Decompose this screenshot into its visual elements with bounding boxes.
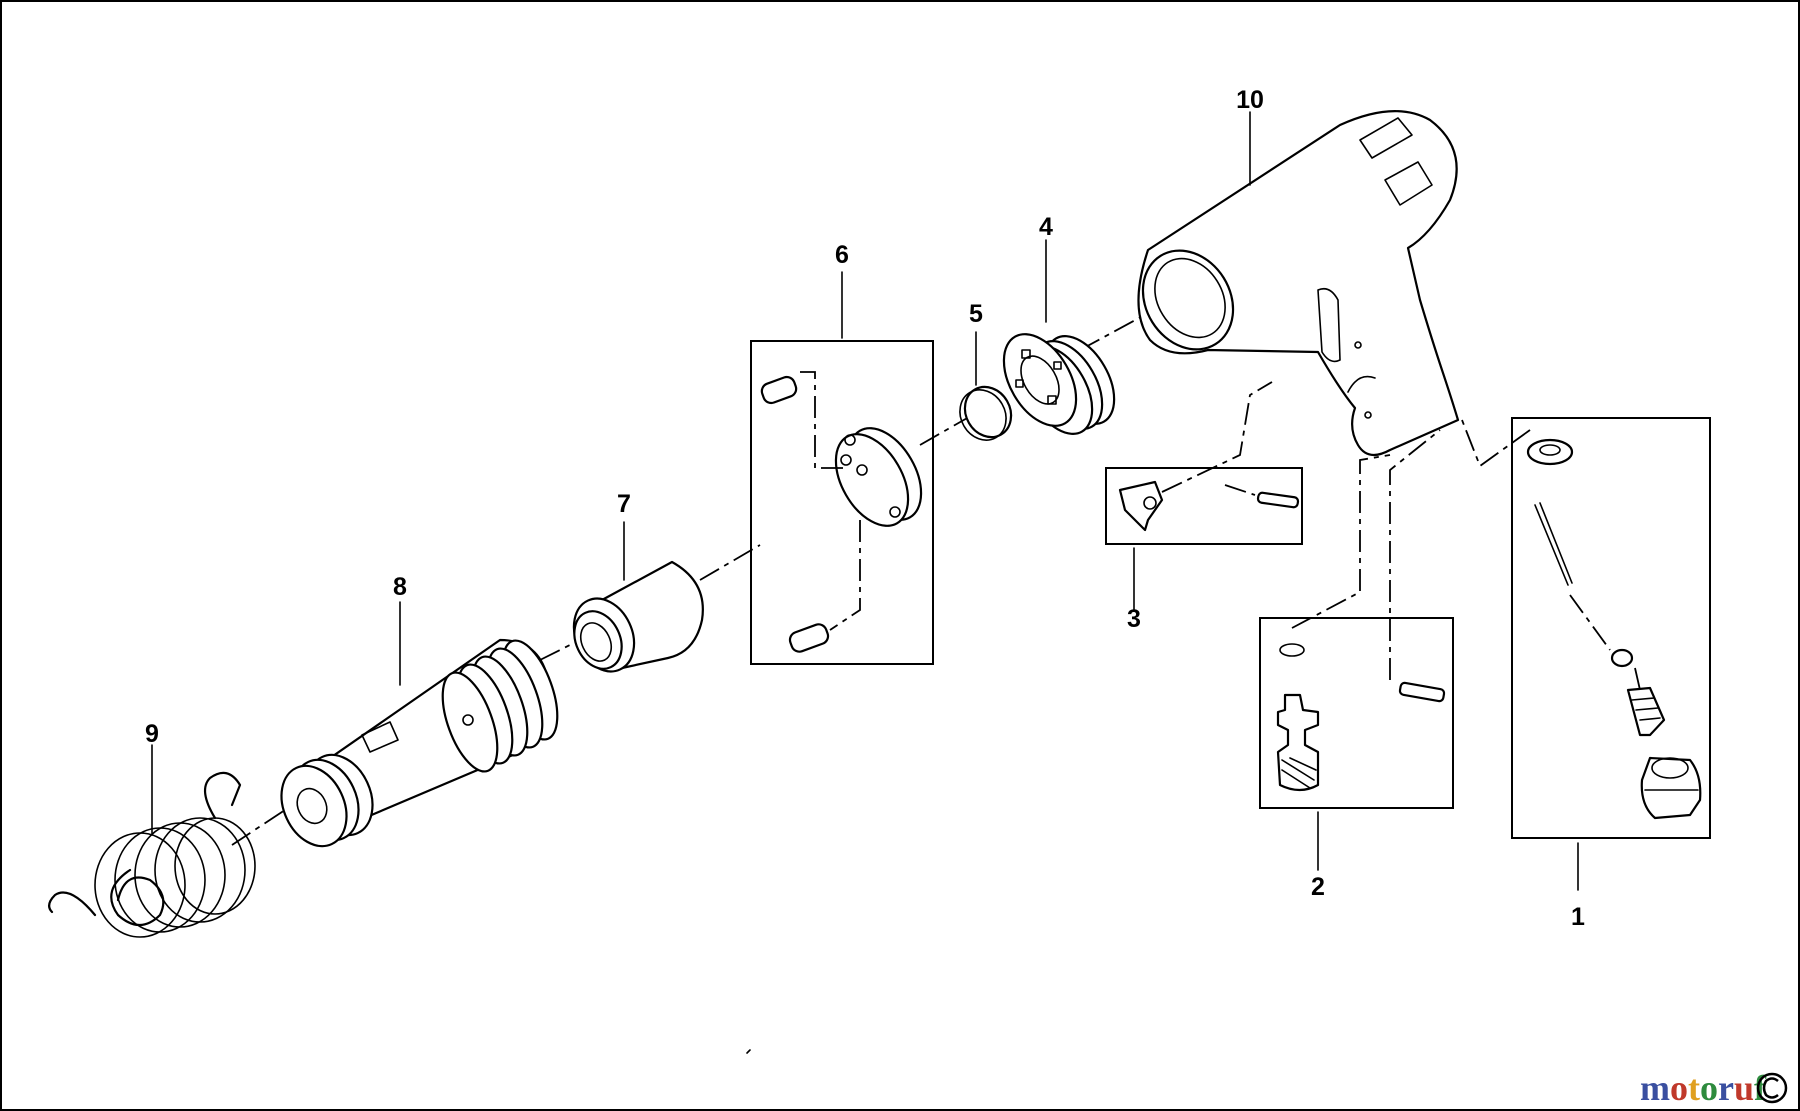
- watermark-letter: t: [1688, 1068, 1700, 1108]
- watermark-letter: u: [1734, 1068, 1754, 1108]
- callout-10: 10: [1236, 86, 1264, 114]
- callout-7: 7: [617, 490, 631, 518]
- copyright-icon: [1756, 1072, 1788, 1104]
- part-6-piston: [760, 371, 923, 653]
- callout-1: 1: [1571, 903, 1585, 931]
- stray-mark: [746, 1049, 751, 1054]
- leader-lines: [151, 111, 1579, 891]
- part-7-sleeve: [572, 560, 704, 673]
- part-2-kit-box: [1259, 617, 1454, 809]
- callout-9: 9: [145, 720, 159, 748]
- callout-8: 8: [393, 573, 407, 601]
- watermark-letter: o: [1700, 1068, 1718, 1108]
- part-1-regulator: [1461, 419, 1702, 820]
- part-1-kit-box: [1511, 417, 1711, 839]
- part-6-kit-box: [750, 340, 934, 665]
- part-5-disc: [959, 385, 1013, 441]
- part-3-kit-box: [1105, 467, 1303, 545]
- watermark-letter: o: [1670, 1068, 1688, 1108]
- part-3-trigger: [1118, 381, 1300, 532]
- callout-6: 6: [835, 241, 849, 269]
- part-10-housing: [1137, 110, 1460, 457]
- callout-4: 4: [1039, 213, 1053, 241]
- part-4-valve-plate: [1002, 333, 1116, 435]
- callout-labels: 1 2 3 4 5 6 7 8 9 10: [145, 86, 1585, 931]
- watermark-letter: m: [1640, 1068, 1670, 1108]
- part-2-valve: [1276, 429, 1446, 792]
- watermark: motoruf: [1640, 1068, 1788, 1108]
- callout-5: 5: [969, 300, 983, 328]
- callout-3: 3: [1127, 605, 1141, 633]
- part-9-spring: [48, 771, 256, 938]
- assembly-axis: [231, 284, 1201, 846]
- watermark-text: motoruf: [1640, 1068, 1767, 1108]
- watermark-letter: r: [1718, 1068, 1734, 1108]
- callout-2: 2: [1311, 873, 1325, 901]
- part-8-barrel: [280, 638, 559, 848]
